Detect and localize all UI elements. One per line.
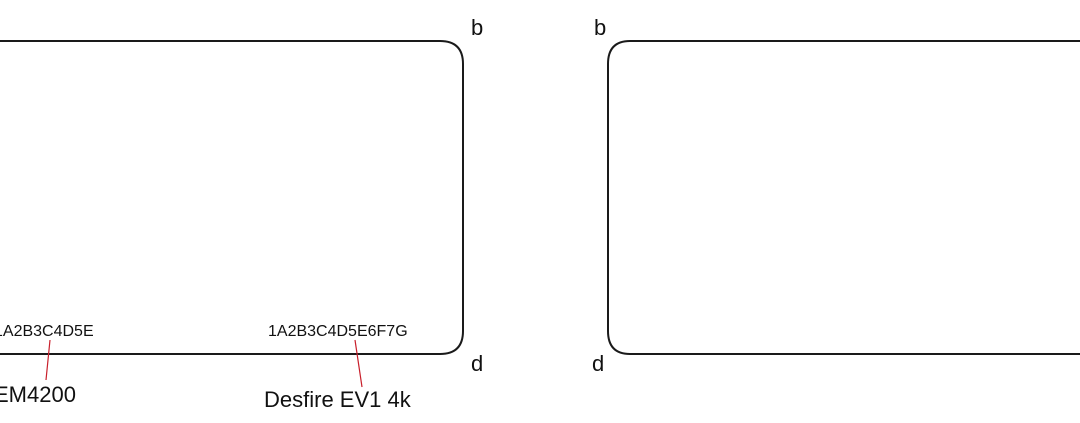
back-corner-label-top: b <box>594 15 606 40</box>
front-card-outline <box>0 40 464 355</box>
front-corner-label-top: b <box>471 15 483 40</box>
card-number-em4200: 1A2B3C4D5E <box>0 323 94 340</box>
callout-label-em4200: EM4200 <box>0 382 76 407</box>
back-corner-label-bottom: d <box>592 351 604 376</box>
callout-label-desfire: Desfire EV1 4k <box>264 387 412 412</box>
back-card-outline <box>607 40 1080 355</box>
leader-line-desfire <box>354 339 363 388</box>
leader-line-em4200 <box>45 339 51 381</box>
front-corner-label-bottom: d <box>471 351 483 376</box>
card-number-desfire: 1A2B3C4D5E6F7G <box>268 323 408 340</box>
